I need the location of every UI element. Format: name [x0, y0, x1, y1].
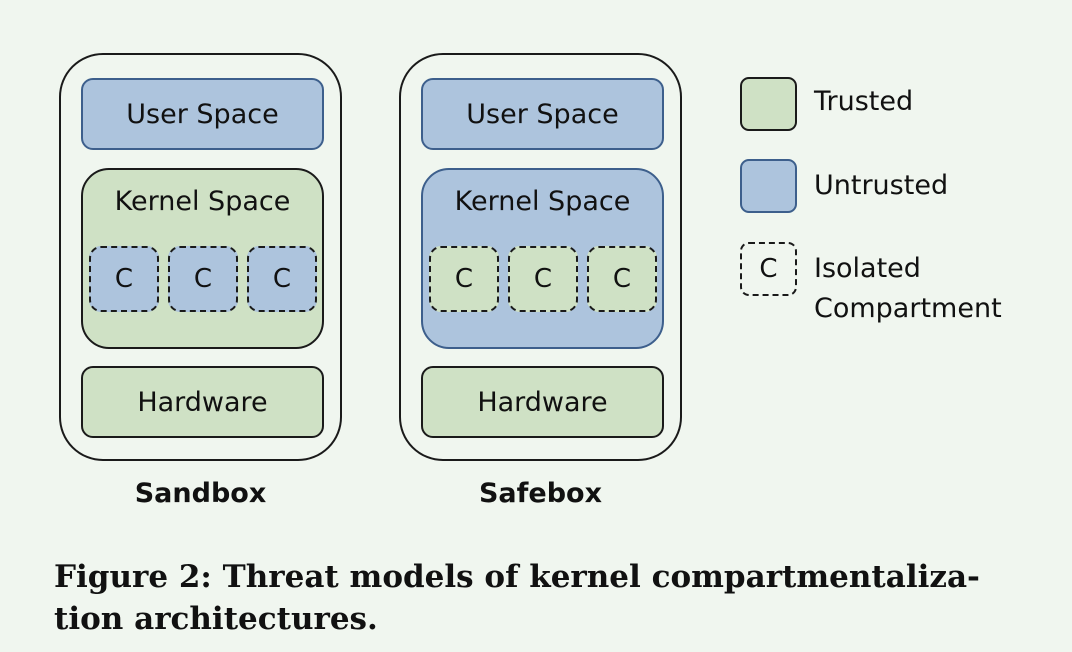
sandbox-compartment: C	[247, 246, 317, 312]
legend-compartment-label: Isolated Compartment	[814, 249, 1002, 329]
safebox-user-space-label: User Space	[466, 98, 619, 130]
safebox-kernel-space-label: Kernel Space	[454, 186, 631, 217]
sandbox-hardware-label: Hardware	[137, 386, 268, 418]
sandbox-user-space-label: User Space	[126, 98, 279, 130]
legend-compartment-line1: Isolated	[814, 253, 921, 284]
sandbox-label: Sandbox	[134, 478, 267, 509]
legend-untrusted-label: Untrusted	[814, 170, 949, 201]
compartment-label: C	[114, 264, 134, 294]
safebox-compartment: C	[508, 246, 578, 312]
safebox-label: Safebox	[478, 478, 603, 509]
legend-trusted-label: Trusted	[814, 86, 914, 117]
legend-compartment-symbol: C	[759, 254, 778, 284]
sandbox-compartment: C	[89, 246, 159, 312]
caption-line1: Figure 2: Threat models of kernel compar…	[54, 559, 980, 595]
caption-line2: tion architectures.	[54, 601, 378, 637]
legend-compartment-swatch: C	[740, 242, 797, 296]
compartment-label: C	[454, 264, 474, 294]
legend-trusted-swatch	[740, 77, 797, 131]
sandbox-kernel-space-label: Kernel Space	[114, 186, 291, 217]
safebox-user-space: User Space	[421, 78, 664, 150]
legend-untrusted-swatch	[740, 159, 797, 213]
safebox-compartment: C	[429, 246, 499, 312]
figure-caption: Figure 2: Threat models of kernel compar…	[54, 556, 1024, 640]
compartment-label: C	[533, 264, 553, 294]
safebox-hardware-label: Hardware	[477, 386, 608, 418]
safebox-model: User Space Kernel Space C C C Hardware	[399, 53, 682, 461]
safebox-compartment: C	[587, 246, 657, 312]
sandbox-hardware: Hardware	[81, 366, 324, 438]
sandbox-compartment: C	[168, 246, 238, 312]
sandbox-model: User Space Kernel Space C C C Hardware	[59, 53, 342, 461]
compartment-label: C	[193, 264, 213, 294]
sandbox-user-space: User Space	[81, 78, 324, 150]
safebox-hardware: Hardware	[421, 366, 664, 438]
compartment-label: C	[612, 264, 632, 294]
legend-compartment-line2: Compartment	[814, 293, 1002, 324]
compartment-label: C	[272, 264, 292, 294]
